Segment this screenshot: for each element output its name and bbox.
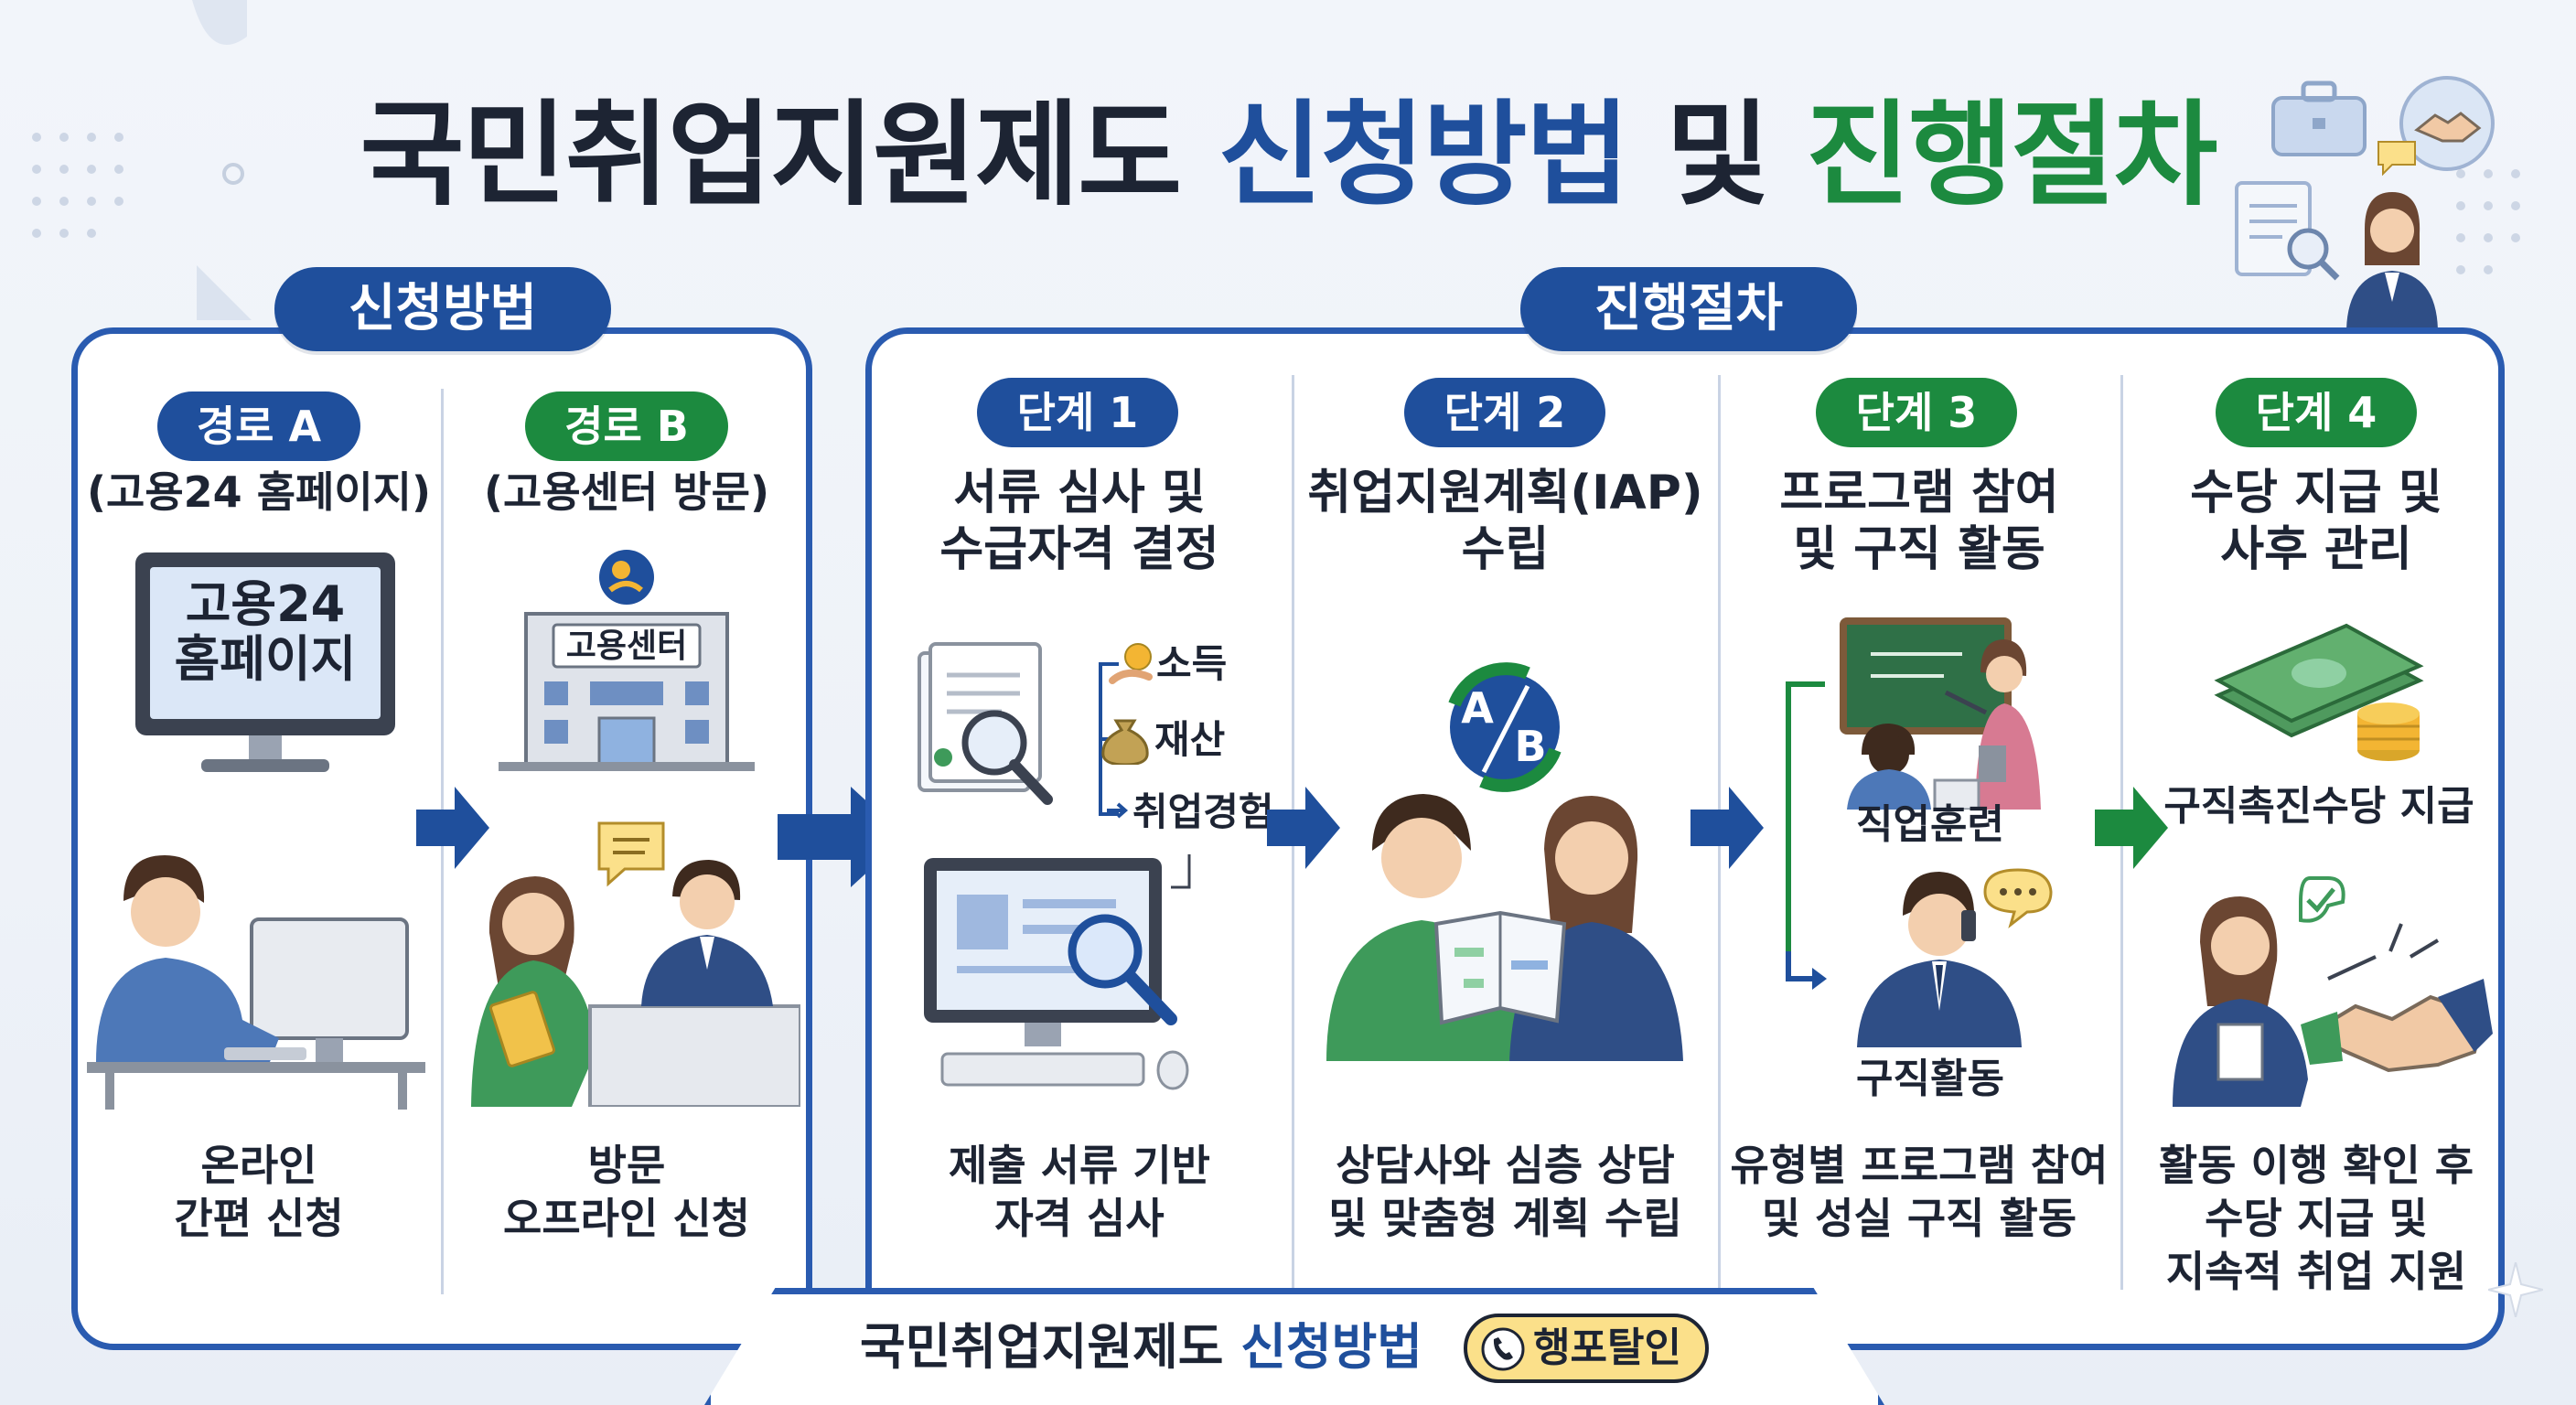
income-icon [1109, 643, 1153, 684]
monitor-screen-line-1: 고용24 [185, 575, 346, 633]
monitor-screen-line-2: 홈페이지 [174, 630, 357, 688]
step-2-desc-line-2: 및 맞춤형 계획 수립 [1328, 1194, 1682, 1243]
step-1-title-line-2: 수급자격 결정 [939, 522, 1219, 577]
arrow-right-icon-step-2 [1690, 787, 1764, 869]
step-3-title-line-1: 프로그램 참여 [1779, 466, 2059, 520]
footer-badge: 행포탈인 [1464, 1314, 1709, 1383]
document-search-icon [2235, 181, 2340, 281]
criteria-assets: 재산 [1154, 717, 1226, 762]
step-1-pill: 단계 1 [977, 378, 1178, 447]
step-3-pill: 단계 3 [1816, 378, 2017, 447]
route-b-sub: (고용센터 방문) [484, 467, 769, 517]
businesswoman-icon [2346, 192, 2438, 329]
branch-job-seeking: 구직활동 [1856, 1056, 2004, 1102]
counseling-session-icon [1326, 794, 1683, 1061]
cash-coins-icon [2214, 623, 2424, 761]
step-2-desc-line-1: 상담사와 심층 상담 [1336, 1141, 1675, 1190]
route-b-desc-line-2: 오프라인 신청 [503, 1194, 750, 1243]
footer-text-part-1: 국민취업지원제도 [860, 1318, 1224, 1376]
job-seeking-phone-icon [1857, 868, 2053, 1047]
decor-dots-right [2456, 169, 2520, 274]
route-b-pill: 경로 B [525, 391, 728, 461]
route-a-desc-line-1: 온라인 [200, 1141, 317, 1190]
phone-icon [1481, 1327, 1525, 1371]
step-2-title-line-1: 취업지원계획(IAP) [1307, 466, 1703, 520]
title-part-4: 진행절차 [1806, 90, 2217, 221]
payout-label: 구직촉진수당 지급 [2163, 783, 2474, 830]
step-3-title-line-2: 및 구직 활동 [1793, 522, 2045, 577]
employment-center-building-icon [499, 550, 755, 771]
arrow-right-icon-step-3 [2095, 787, 2168, 869]
criteria-income: 소득 [1156, 641, 1228, 686]
process-panel [865, 327, 2505, 1350]
decor-circle [222, 163, 244, 185]
step-2-title-line-2: 수립 [1461, 522, 1550, 577]
branch-connector [1786, 681, 1827, 990]
step-2-pill: 단계 2 [1404, 378, 1605, 447]
branch-vocational-training: 직업훈련 [1856, 801, 2004, 848]
step-3-desc-line-1: 유형별 프로그램 참여 [1730, 1141, 2109, 1190]
route-a-sub: (고용24 홈페이지) [87, 467, 431, 517]
building-sign: 고용센터 [565, 627, 688, 665]
step-4-title-line-2: 사후 관리 [2220, 522, 2412, 577]
footer-text: 국민취업지원제도 신청방법 [860, 1311, 1422, 1384]
footer-text-part-2: 신청방법 [1240, 1318, 1422, 1376]
title-part-3: 및 [1665, 90, 1770, 221]
ab-plan-badge-icon [1448, 662, 1562, 792]
apply-header: 신청방법 [274, 267, 611, 351]
step-4-title-line-1: 수당 지급 및 [2190, 466, 2442, 520]
arrow-right-icon [416, 787, 489, 869]
arrow-right-icon-step-1 [1267, 787, 1340, 869]
footer-badge-label: 행포탈인 [1533, 1325, 1681, 1371]
criteria-experience: 취업경험 [1132, 789, 1274, 834]
ab-badge-b: B [1514, 722, 1547, 771]
title-part-2: 신청방법 [1218, 90, 1629, 221]
route-b-desc-line-1: 방문 [587, 1141, 666, 1190]
handshake-icon [2399, 76, 2495, 171]
vocational-training-icon [1840, 617, 2041, 810]
assets-moneybag-icon [1101, 719, 1149, 765]
monitor-icon [135, 552, 395, 772]
sparkle-icon [2488, 1262, 2543, 1317]
briefcase-icon [2271, 80, 2367, 156]
online-review-monitor-icon [924, 854, 1191, 1090]
process-header: 진행절차 [1520, 267, 1857, 351]
step-1-desc-line-1: 제출 서류 기반 [949, 1141, 1210, 1190]
decor-shape-top-left [192, 0, 247, 45]
step-4-desc-line-1: 활동 이행 확인 후 [2158, 1141, 2474, 1190]
ab-badge-a: A [1461, 683, 1494, 733]
step-1-desc-line-2: 자격 심사 [994, 1194, 1165, 1243]
visit-consultation-icon [471, 821, 800, 1107]
followup-handshake-icon [2173, 876, 2493, 1107]
step-4-pill: 단계 4 [2216, 378, 2417, 447]
step-4-desc-line-2: 수당 지급 및 [2205, 1194, 2428, 1243]
step-3-desc-line-2: 및 성실 구직 활동 [1761, 1194, 2077, 1243]
decor-triangle [197, 265, 252, 320]
chat-bubble-icon [2377, 141, 2416, 176]
step-1-title-line-1: 서류 심사 및 [953, 466, 1206, 520]
person-at-computer-icon [87, 855, 425, 1110]
arrow-small-icon [1107, 802, 1129, 819]
step-4-desc-line-3: 지속적 취업 지원 [2165, 1247, 2467, 1296]
document-review-icon [918, 642, 1053, 805]
title-part-1: 국민취업지원제도 [360, 90, 1183, 221]
route-a-desc-line-2: 간편 신청 [174, 1194, 344, 1243]
route-a-pill: 경로 A [157, 391, 360, 461]
page-title: 국민취업지원제도 신청방법 및 진행절차 [0, 87, 2576, 224]
decor-dots-left [32, 133, 123, 238]
